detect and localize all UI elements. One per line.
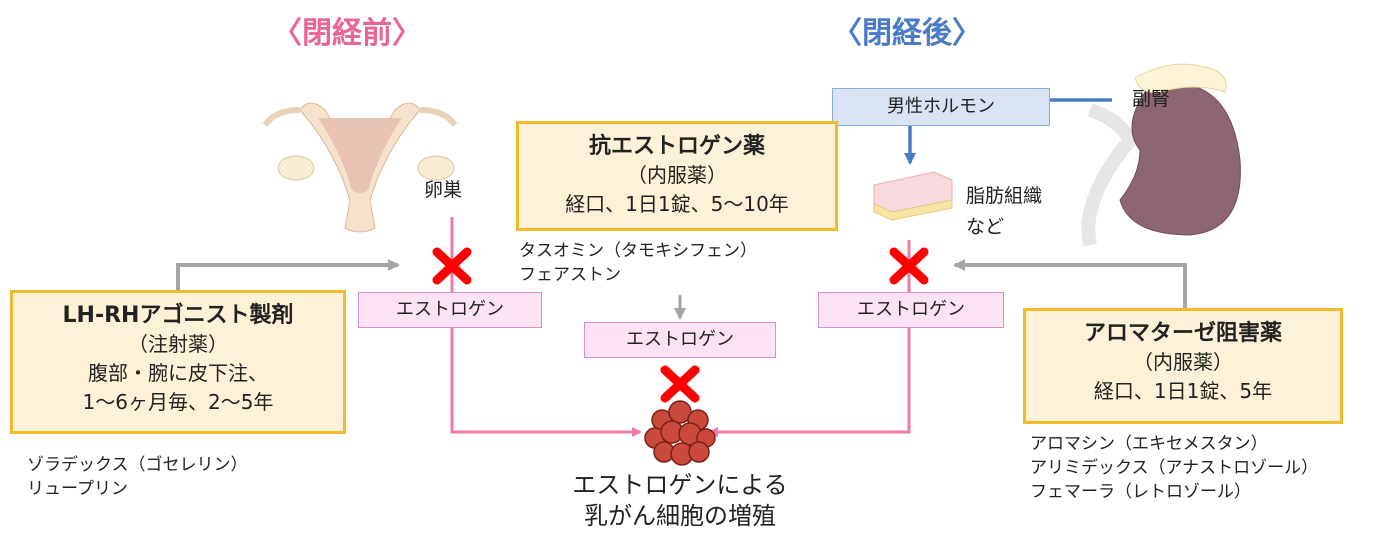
estrogen-box-premenopause: エストロゲン <box>358 292 542 328</box>
lhrh-drug-list: ゾラデックス（ゴセレリン） リュープリン <box>27 453 248 501</box>
drug-femara: フェマーラ（レトロゾール） <box>1030 482 1251 502</box>
aromatase-title: アロマターゼ阻害薬 <box>1083 321 1282 346</box>
antiestrogen-dosage: 経口、1日1錠、5〜10年 <box>565 192 789 216</box>
lhrh-agonist-box: LH-RHアゴニスト製剤 （注射薬） 腹部・腕に皮下注、 1〜6ヶ月毎、2〜5年 <box>10 290 346 434</box>
caption-line-2: 乳がん細胞の増殖 <box>584 502 776 530</box>
adrenal-label: 副腎 <box>1132 88 1171 110</box>
block-mark-fat <box>889 247 929 285</box>
lhrh-dosage-2: 1〜6ヶ月毎、2〜5年 <box>82 390 274 414</box>
lhrh-title: LH-RHアゴニスト製剤 <box>62 303 294 328</box>
kidney-adrenal-illustration <box>1081 63 1241 247</box>
fat-etc-label: など <box>966 216 1005 238</box>
drug-tasuomin: タスオミン（タモキシフェン） <box>519 241 757 261</box>
fat-tissue-illustration <box>873 171 953 221</box>
cancer-proliferation-caption: エストロゲンによる 乳がん細胞の増殖 <box>520 470 840 532</box>
caption-line-1: エストロゲンによる <box>572 471 788 499</box>
cancer-cell-cluster <box>644 400 716 466</box>
drug-leuplin: リュープリン <box>27 479 128 499</box>
lhrh-dosage-1: 腹部・腕に皮下注、 <box>88 361 268 385</box>
male-hormone-box: 男性ホルモン <box>832 88 1050 126</box>
postmenopause-heading: 〈閉経後〉 <box>832 16 982 51</box>
block-mark-cell <box>660 365 700 403</box>
antiestrogen-drug-list: タスオミン（タモキシフェン） フェアストン <box>519 239 757 287</box>
antiestrogen-route: （内服薬） <box>627 163 727 187</box>
block-mark-ovary <box>432 247 472 285</box>
aromatase-dosage: 経口、1日1錠、5年 <box>1093 379 1273 403</box>
antiestrogen-box: 抗エストロゲン薬 （内服薬） 経口、1日1錠、5〜10年 <box>516 121 838 231</box>
drug-zoladex: ゾラデックス（ゴセレリン） <box>27 455 248 475</box>
premenopause-heading: 〈閉経前〉 <box>272 16 422 51</box>
drug-arimidex: アリミデックス（アナストロゾール） <box>1030 458 1319 478</box>
antiestrogen-title: 抗エストロゲン薬 <box>588 134 765 159</box>
lhrh-route: （注射薬） <box>128 332 228 356</box>
estrogen-box-postmenopause: エストロゲン <box>818 292 1004 328</box>
uterus-ovary-illustration <box>262 102 458 233</box>
fat-tissue-label: 脂肪組織 <box>966 185 1043 207</box>
aromatase-inhibitor-box: アロマターゼ阻害薬 （内服薬） 経口、1日1錠、5年 <box>1023 308 1343 424</box>
aromatase-drug-list: アロマシン（エキセメスタン） アリミデックス（アナストロゾール） フェマーラ（レ… <box>1030 432 1318 504</box>
estrogen-box-center: エストロゲン <box>584 322 776 358</box>
aromatase-route: （内服薬） <box>1133 350 1233 374</box>
ovary-label: 卵巣 <box>424 179 463 201</box>
drug-fareston: フェアストン <box>519 265 621 285</box>
drug-aromasin: アロマシン（エキセメスタン） <box>1030 434 1268 454</box>
